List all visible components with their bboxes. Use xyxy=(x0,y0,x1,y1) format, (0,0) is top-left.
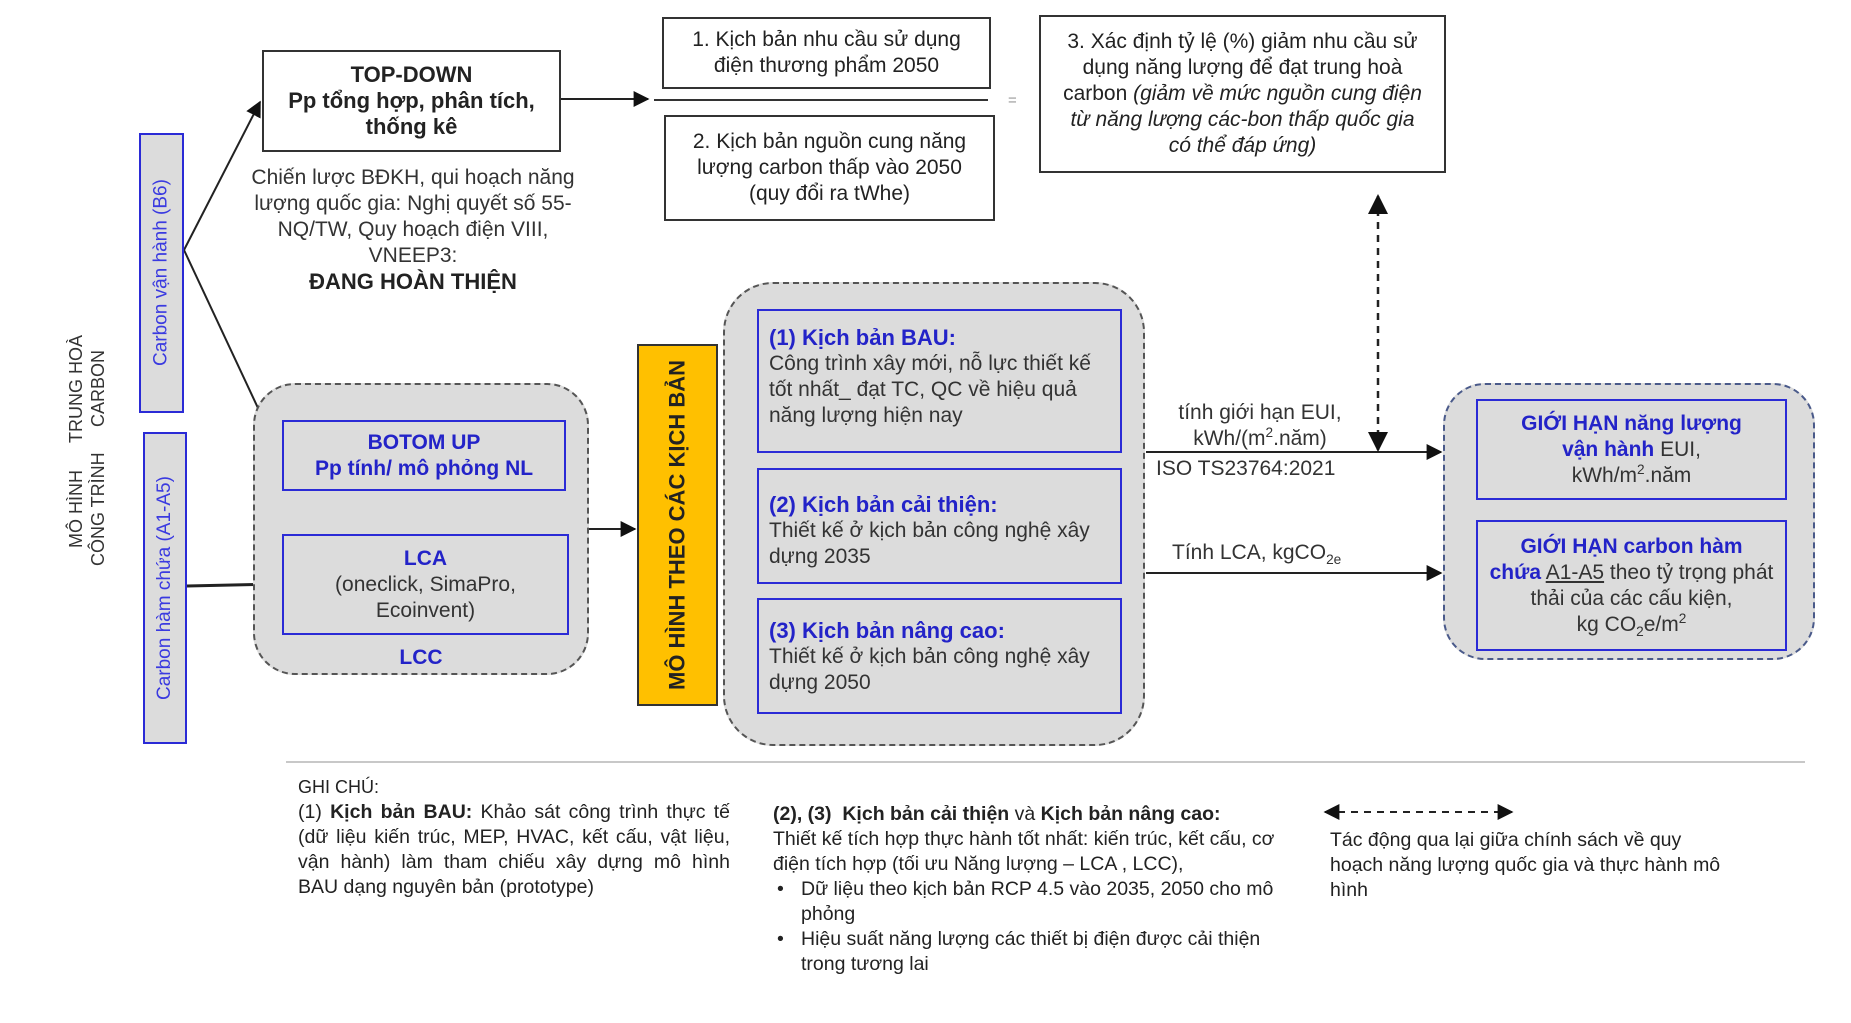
energy-limit-line2: vận hành EUI, xyxy=(1562,437,1701,461)
reduction-rate-text: 3. Xác định tỷ lệ (%) giảm nhu cầu sử dụ… xyxy=(1063,30,1418,105)
scenario-bau: (1) Kịch bản BAU: Công trình xây mới, nỗ… xyxy=(757,309,1122,453)
embodied-limit-desc: chứa A1-A5 theo tỷ trọng phát thải của c… xyxy=(1489,560,1774,610)
reduction-rate-note: (giảm về mức nguồn cung điện từ năng lượ… xyxy=(1070,82,1422,157)
notes-bau-text: (1) Kịch bản BAU: Khảo sát công trình th… xyxy=(298,801,731,898)
top-down-title: TOP-DOWN xyxy=(350,62,473,87)
scenario-improved: (2) Kịch bản cải thiện: Thiết kế ở kịch … xyxy=(757,468,1122,584)
embodied-carbon-text: Carbon hàm chứa (A1-A5) xyxy=(154,476,175,700)
lca-box: LCA (oneclick, SimaPro, Ecoinvent) xyxy=(282,534,569,635)
scenario-model-text: MÔ HÌNH THEO CÁC KỊCH BẢN xyxy=(664,360,690,690)
note-bullet: Hiệu suất năng lượng các thiết bị điện đ… xyxy=(777,927,1291,977)
notes-advanced: (2), (3) Kịch bản cải thiện và Kịch bản … xyxy=(773,802,1313,977)
lcc-label: LCC xyxy=(399,646,443,669)
scenario-bau-body: Công trình xây mới, nỗ lực thiết kế tốt … xyxy=(769,352,1091,427)
operational-carbon-text: Carbon vận hành (B6) xyxy=(150,179,172,367)
lca-tools: (oneclick, SimaPro, Ecoinvent) xyxy=(335,572,516,622)
policy-text-block: Chiến lược BĐKH, qui hoạch năng lượng qu… xyxy=(248,165,578,295)
eui-label-line1: tính giới hạn EUI, xyxy=(1178,401,1342,424)
bottom-up-box: BOTOM UP Pp tính/ mô phỏng NL xyxy=(282,420,566,491)
embodied-carbon-label: Carbon hàm chứa (A1-A5) xyxy=(143,432,187,744)
demand-scenario-box: 1. Kịch bản nhu cầu sử dụng điện thương … xyxy=(662,17,991,89)
notes-heading: GHI CHÚ: xyxy=(298,777,379,797)
legend-text: Tác động qua lại giữa chính sách về quy … xyxy=(1330,829,1721,901)
equals-sign: = xyxy=(1008,92,1017,109)
diagram-title-line2: TRUNG HOÀ CARBON xyxy=(66,334,108,443)
embodied-limit-unit: kg CO2e/m2 xyxy=(1576,610,1687,639)
policy-status: ĐANG HOÀN THIỆN xyxy=(309,269,517,294)
notes-advanced-bullets: Dữ liệu theo kịch bản RCP 4.5 vào 2035, … xyxy=(773,877,1313,977)
note-bullet: Dữ liệu theo kịch bản RCP 4.5 vào 2035, … xyxy=(777,877,1291,927)
energy-limit-title: GIỚI HẠN năng lượng xyxy=(1521,411,1742,435)
embodied-limit-box: GIỚI HẠN carbon hàm chứa A1-A5 theo tỷ t… xyxy=(1476,520,1787,651)
scenario-advanced-body: Thiết kế ở kịch bản công nghệ xây dựng 2… xyxy=(769,645,1090,694)
notes-advanced-text: Thiết kế tích hợp thực hành tốt nhất: ki… xyxy=(773,828,1275,875)
supply-scenario-box: 2. Kịch bản nguồn cung năng lượng carbon… xyxy=(664,115,995,221)
lca-arrow-label: Tính LCA, kgCO2e xyxy=(1172,541,1342,568)
top-down-box: TOP-DOWN Pp tổng hợp, phân tích, thống k… xyxy=(262,50,561,152)
operational-carbon-label: Carbon vận hành (B6) xyxy=(139,133,184,413)
supply-scenario-text: 2. Kịch bản nguồn cung năng lượng carbon… xyxy=(692,130,967,205)
policy-text: Chiến lược BĐKH, qui hoạch năng lượng qu… xyxy=(251,166,575,267)
bottom-up-subtitle: Pp tính/ mô phỏng NL xyxy=(314,456,534,480)
eui-standard-label: ISO TS23764:2021 xyxy=(1156,457,1336,480)
diagram-title: MÔ HÌNH CÔNG TRÌNH TRUNG HOÀ CARBON xyxy=(62,330,112,570)
scenario-bau-title: (1) Kịch bản BAU: xyxy=(769,325,956,350)
scenario-advanced-title: (3) Kịch bản nâng cao: xyxy=(769,618,1005,643)
demand-scenario-text: 1. Kịch bản nhu cầu sử dụng điện thương … xyxy=(692,28,961,77)
energy-limit-box: GIỚI HẠN năng lượng vận hành EUI, kWh/m2… xyxy=(1476,399,1787,500)
reduction-rate-box: 3. Xác định tỷ lệ (%) giảm nhu cầu sử dụ… xyxy=(1039,15,1446,173)
eui-arrow-label: tính giới hạn EUI, kWh/(m2.năm) xyxy=(1150,400,1370,452)
notes-advanced-heading: (2), (3) Kịch bản cải thiện và Kịch bản … xyxy=(773,803,1221,825)
notes-bau: GHI CHÚ: (1) Kịch bản BAU: Khảo sát công… xyxy=(298,775,730,900)
bottom-up-title: BOTOM UP xyxy=(367,430,481,454)
embodied-limit-scope: A1-A5 xyxy=(1545,560,1605,584)
lca-title: LCA xyxy=(403,546,448,570)
energy-limit-unit: kWh/m2.năm xyxy=(1571,461,1692,487)
top-down-subtitle: Pp tổng hợp, phân tích, thống kê xyxy=(288,88,535,139)
scenario-improved-title: (2) Kịch bản cải thiện: xyxy=(769,492,998,517)
diagram-title-line1: MÔ HÌNH CÔNG TRÌNH xyxy=(66,452,108,566)
scenario-improved-body: Thiết kế ở kịch bản công nghệ xây dựng 2… xyxy=(769,519,1090,568)
embodied-limit-title: GIỚI HẠN carbon hàm xyxy=(1520,534,1743,558)
notes-legend: Tác động qua lại giữa chính sách về quy … xyxy=(1330,828,1730,903)
scenario-advanced: (3) Kịch bản nâng cao: Thiết kế ở kịch b… xyxy=(757,598,1122,714)
scenario-model-label: MÔ HÌNH THEO CÁC KỊCH BẢN xyxy=(637,344,718,706)
eui-label-line2: kWh/(m2.năm) xyxy=(1193,425,1327,450)
